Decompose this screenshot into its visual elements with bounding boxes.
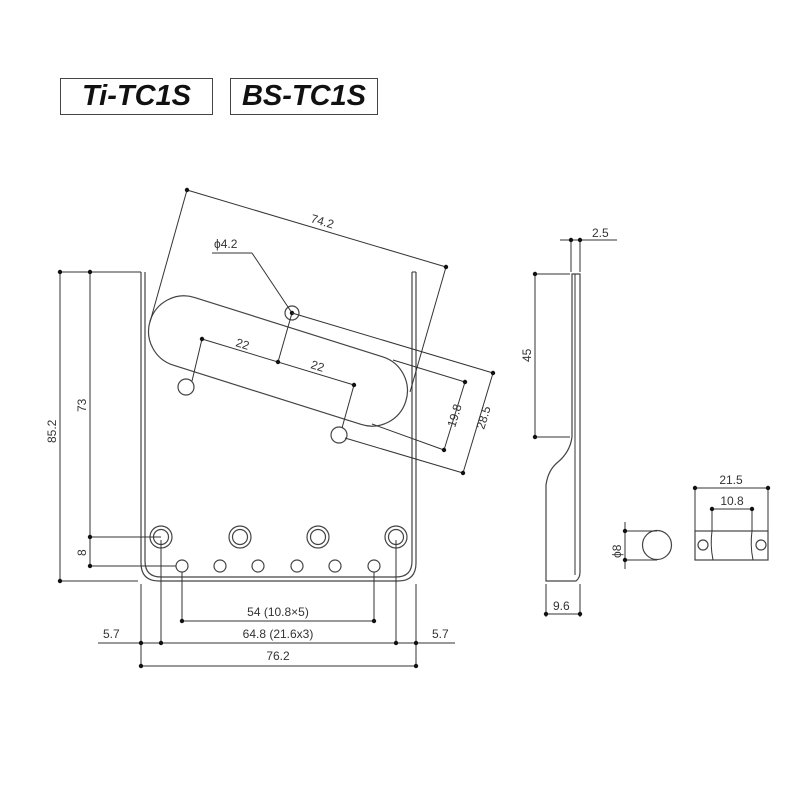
string-holes [175,559,381,573]
dim-2-5: 2.5 [592,226,609,240]
dim-64-8: 64.8 (21.6x3) [243,627,314,641]
dim-85-2: 85.2 [45,419,59,443]
saddle-side-view: 21.5 10.8 [692,473,771,561]
slot-dimensions: 74.2 ϕ4.2 22 22 19.8 28.5 [149,187,496,476]
dim-5-7-right: 5.7 [432,627,449,641]
dim-9-6: 9.6 [553,599,570,613]
mount-hole [177,378,195,396]
dim-5-7-left: 5.7 [103,627,120,641]
saddle-holes [149,525,408,549]
dim-21-5: 21.5 [719,473,743,487]
dim-22-a: 22 [234,335,251,352]
model-label-bs: BS-TC1S [230,78,378,115]
side-view: 2.5 45 9.6 [520,226,617,617]
dim-saddle-diameter: ϕ8 [610,544,624,558]
dim-73: 73 [75,398,89,412]
dim-28-5: 28.5 [473,404,493,431]
model-label-ti: Ti-TC1S [60,78,213,115]
dim-10-8: 10.8 [720,494,744,508]
mount-hole [330,426,348,444]
dim-8: 8 [75,549,89,556]
dim-54: 54 (10.8×5) [247,605,309,619]
bridge-plate [60,271,417,582]
width-dimensions: 54 (10.8×5) 5.7 64.8 (21.6x3) 5.7 76.2 [98,540,455,669]
saddle-end-view: ϕ8 [610,522,673,569]
dim-19-8: 19.8 [444,402,464,429]
dim-22-b: 22 [309,357,326,374]
height-dimensions: 85.2 73 8 [45,269,176,584]
dim-74-2: 74.2 [309,211,336,231]
dim-76-2: 76.2 [266,649,290,663]
small-hole [284,305,300,321]
dim-hole-diameter: ϕ4.2 [214,237,238,251]
dim-45: 45 [520,348,534,362]
